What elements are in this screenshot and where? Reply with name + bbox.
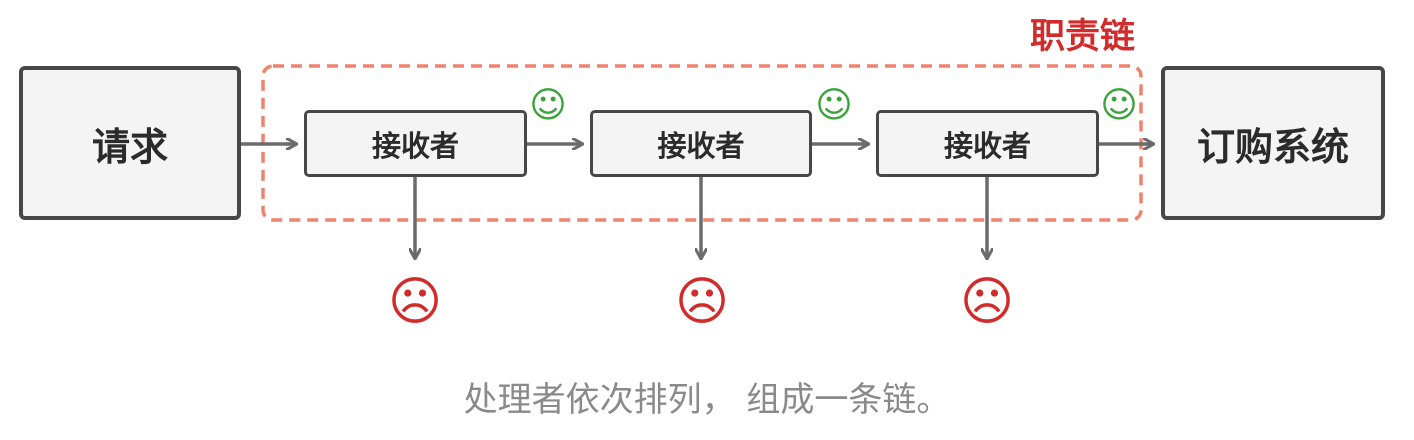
smiley-face-icon: ☺ bbox=[529, 85, 567, 126]
frowning-face-icon: ☹ bbox=[387, 272, 443, 332]
frowning-face-icon: ☹ bbox=[674, 272, 730, 332]
order-system-label: 订购系统 bbox=[1196, 124, 1349, 169]
vertical-arrows bbox=[415, 177, 987, 258]
smiley-face-icon: ☺ bbox=[1100, 85, 1138, 126]
request-box: 请求 bbox=[19, 66, 241, 220]
handler-box-3: 接收者 bbox=[876, 110, 1099, 177]
frowning-face-icon: ☹ bbox=[959, 272, 1015, 332]
handler-label-2: 接收者 bbox=[657, 128, 745, 163]
order-system-box: 订购系统 bbox=[1161, 66, 1385, 220]
handler-box-2: 接收者 bbox=[590, 110, 812, 177]
chain-label: 职责链 bbox=[1029, 17, 1135, 57]
caption: 处理者依次排列， 组成一条链。 bbox=[463, 380, 951, 420]
handler-label-3: 接收者 bbox=[943, 128, 1031, 163]
request-label: 请求 bbox=[91, 124, 168, 169]
handler-label-1: 接收者 bbox=[371, 128, 459, 163]
handler-box-1: 接收者 bbox=[304, 110, 527, 177]
smiley-face-icon: ☺ bbox=[815, 85, 853, 126]
